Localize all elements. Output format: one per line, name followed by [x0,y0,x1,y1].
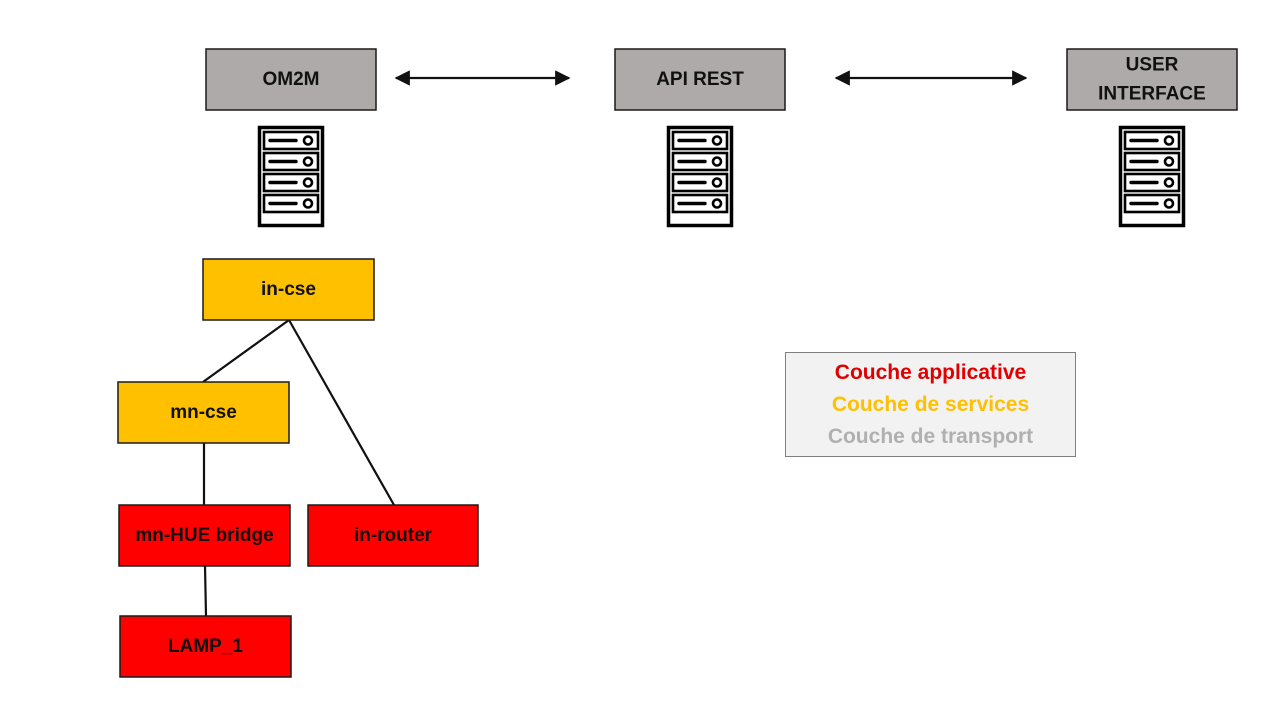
node-om2m: OM2M [205,48,377,111]
node-api-rest-label: API REST [656,69,744,90]
node-in-cse: in-cse [202,258,375,321]
node-lamp-1-label: LAMP_1 [168,636,243,657]
node-user-interface-label-1: USER [1126,55,1179,76]
node-user-interface: USER INTERFACE [1066,48,1238,111]
legend-transport: Couche de transport [827,424,1034,448]
legend-services: Couche de services [831,392,1030,416]
node-lamp-1: LAMP_1 [119,615,292,678]
node-mn-cse-label: mn-cse [170,402,237,423]
server-icon [257,125,325,228]
node-in-router: in-router [307,504,479,567]
node-om2m-label: OM2M [263,69,320,90]
edge-mn-hue-bridge-to-lamp-1 [203,565,208,617]
node-in-cse-label: in-cse [261,279,316,300]
node-mn-hue-bridge: mn-HUE bridge [118,504,291,567]
server-icon [666,125,734,228]
edge-in-cse-to-in-router [288,319,395,506]
node-user-interface-label-2: INTERFACE [1098,84,1206,105]
legend-applicative: Couche applicative [834,360,1027,384]
node-api-rest: API REST [614,48,786,111]
edge-in-cse-to-mn-cse [202,319,290,383]
node-mn-hue-bridge-label: mn-HUE bridge [135,525,273,546]
node-mn-cse: mn-cse [117,381,290,444]
server-icon [1118,125,1186,228]
legend: Couche applicative Couche de services Co… [785,352,1076,457]
node-in-router-label: in-router [354,525,433,546]
